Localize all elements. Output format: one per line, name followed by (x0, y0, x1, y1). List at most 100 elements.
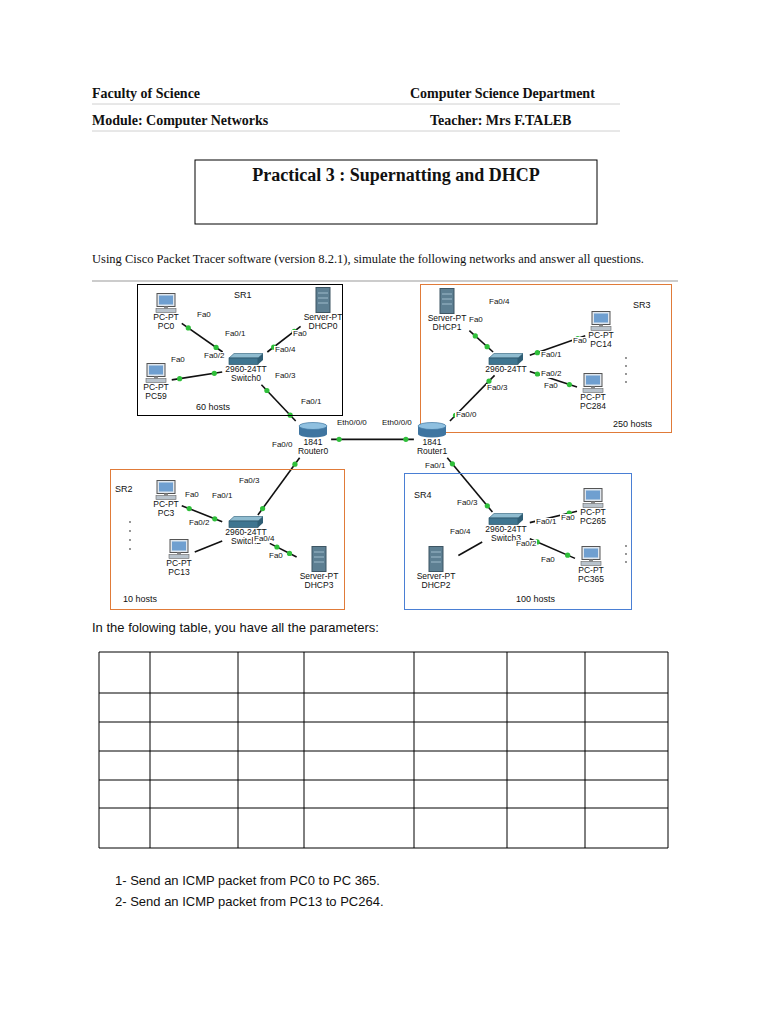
device-name: DHCP1 (433, 323, 462, 332)
server-device: Server-PTDHCP0 (302, 287, 345, 332)
port-label: Fa0/1 (535, 518, 557, 526)
pc-icon (155, 480, 177, 500)
device-name: Router0 (298, 447, 328, 456)
port-label: Fa0 (170, 356, 186, 364)
port-label: Fa0 (292, 330, 308, 338)
port-label: Fa0 (560, 514, 576, 522)
header-rule (92, 104, 620, 105)
device-model: 1841 (423, 438, 442, 447)
link-light (337, 437, 342, 442)
continuation-dots (129, 357, 627, 563)
sw-icon (488, 353, 524, 365)
pc-icon (582, 373, 604, 393)
port-label: Fa0/0 (455, 411, 477, 419)
pc-device: PC-PTPC59 (141, 363, 171, 402)
pc-icon (145, 363, 167, 383)
device-model: 2960-24TT (225, 365, 267, 374)
link-light (186, 325, 191, 330)
link-light (213, 345, 218, 350)
body-text: 2- Send an ICMP packet from PC13 to PC26… (115, 894, 384, 909)
link-light (450, 461, 455, 466)
device-model: PC-PT (578, 566, 604, 575)
port-label: Fa0/2 (188, 519, 210, 527)
host-count: 60 hosts (196, 403, 230, 413)
device-name: DHCP2 (422, 581, 451, 590)
body-text: 1- Send an ICMP packet from PC0 to PC 36… (115, 873, 380, 888)
subnet-name: SR3 (633, 301, 651, 311)
host-count: 100 hosts (516, 595, 555, 605)
router-device: 1841Router1 (415, 422, 449, 457)
pc-device: PC-PTPC365 (576, 546, 606, 585)
link-light (212, 371, 217, 376)
link-light (187, 506, 192, 511)
port-label: Fa0/2 (515, 540, 537, 548)
header-text: Faculty of Science (92, 86, 200, 102)
server-device: Server-PTDHCP2 (415, 546, 458, 591)
device-name: PC265 (580, 517, 606, 526)
device-name: DHCP0 (309, 322, 338, 331)
link-light (177, 376, 182, 381)
device-model: PC-PT (580, 508, 606, 517)
sw-icon (228, 516, 264, 528)
port-label: Fa0 (540, 556, 556, 564)
server-icon (311, 546, 327, 572)
pc-device: PC-PTPC265 (578, 488, 608, 527)
port-label: Fa0/3 (274, 372, 296, 380)
router-icon (298, 422, 328, 438)
device-model: Server-PT (300, 572, 339, 581)
title-frame (195, 160, 597, 224)
device-model: Server-PT (417, 572, 456, 581)
server-device: Server-PTDHCP3 (298, 546, 341, 591)
link-light (212, 516, 217, 521)
link-light (260, 506, 265, 511)
link-light (485, 503, 490, 508)
device-model: Server-PT (428, 314, 467, 323)
device-model: PC-PT (153, 313, 179, 322)
device-model: 1841 (304, 438, 323, 447)
device-name: Router1 (417, 447, 447, 456)
paragraph-rule (92, 281, 678, 282)
pc-icon (155, 293, 177, 313)
device-model: PC-PT (580, 393, 606, 402)
pc-device: PC-PTPC0 (151, 293, 181, 332)
pc-device: PC-PTPC13 (164, 539, 194, 578)
device-model: PC-PT (166, 559, 192, 568)
link-light (486, 378, 491, 383)
pc-device: PC-PTPC3 (151, 480, 181, 519)
instruction-text: Using Cisco Packet Tracer software (vers… (92, 252, 682, 268)
server-icon (439, 288, 455, 314)
header-text: Teacher: Mrs F.TALEB (430, 113, 571, 129)
host-count: 10 hosts (123, 595, 157, 605)
device-name: PC14 (590, 340, 611, 349)
port-label: Fa0 (268, 552, 284, 560)
link-light (274, 544, 279, 549)
device-model: PC-PT (588, 331, 614, 340)
header-rule (92, 131, 620, 132)
body-text: In the folowing table, you have all the … (92, 620, 379, 635)
subnet-name: SR4 (414, 491, 432, 501)
server-icon (315, 287, 331, 313)
network-link (447, 458, 492, 512)
sw-device: 2960-24TT (483, 353, 529, 374)
port-label: Fa0/4 (449, 528, 471, 536)
pc-icon (590, 311, 612, 331)
port-label: Fa0/4 (253, 535, 275, 543)
port-label: Fa0 (468, 316, 484, 324)
device-name: PC284 (580, 402, 606, 411)
device-model: 2960-24TT (485, 525, 527, 534)
header-text: Computer Science Department (410, 86, 595, 102)
port-label: Fa0 (543, 382, 559, 390)
device-name: PC365 (578, 575, 604, 584)
port-label: Fa0/1 (300, 398, 322, 406)
port-label: Fa0/1 (540, 351, 562, 359)
pc-icon (582, 488, 604, 508)
device-name: PC59 (145, 392, 166, 401)
port-label: Fa0/1 (224, 330, 246, 338)
link-light (264, 388, 269, 393)
port-label: Eth0/0/0 (381, 419, 413, 427)
device-name: PC0 (158, 322, 175, 331)
link-light (403, 437, 408, 442)
